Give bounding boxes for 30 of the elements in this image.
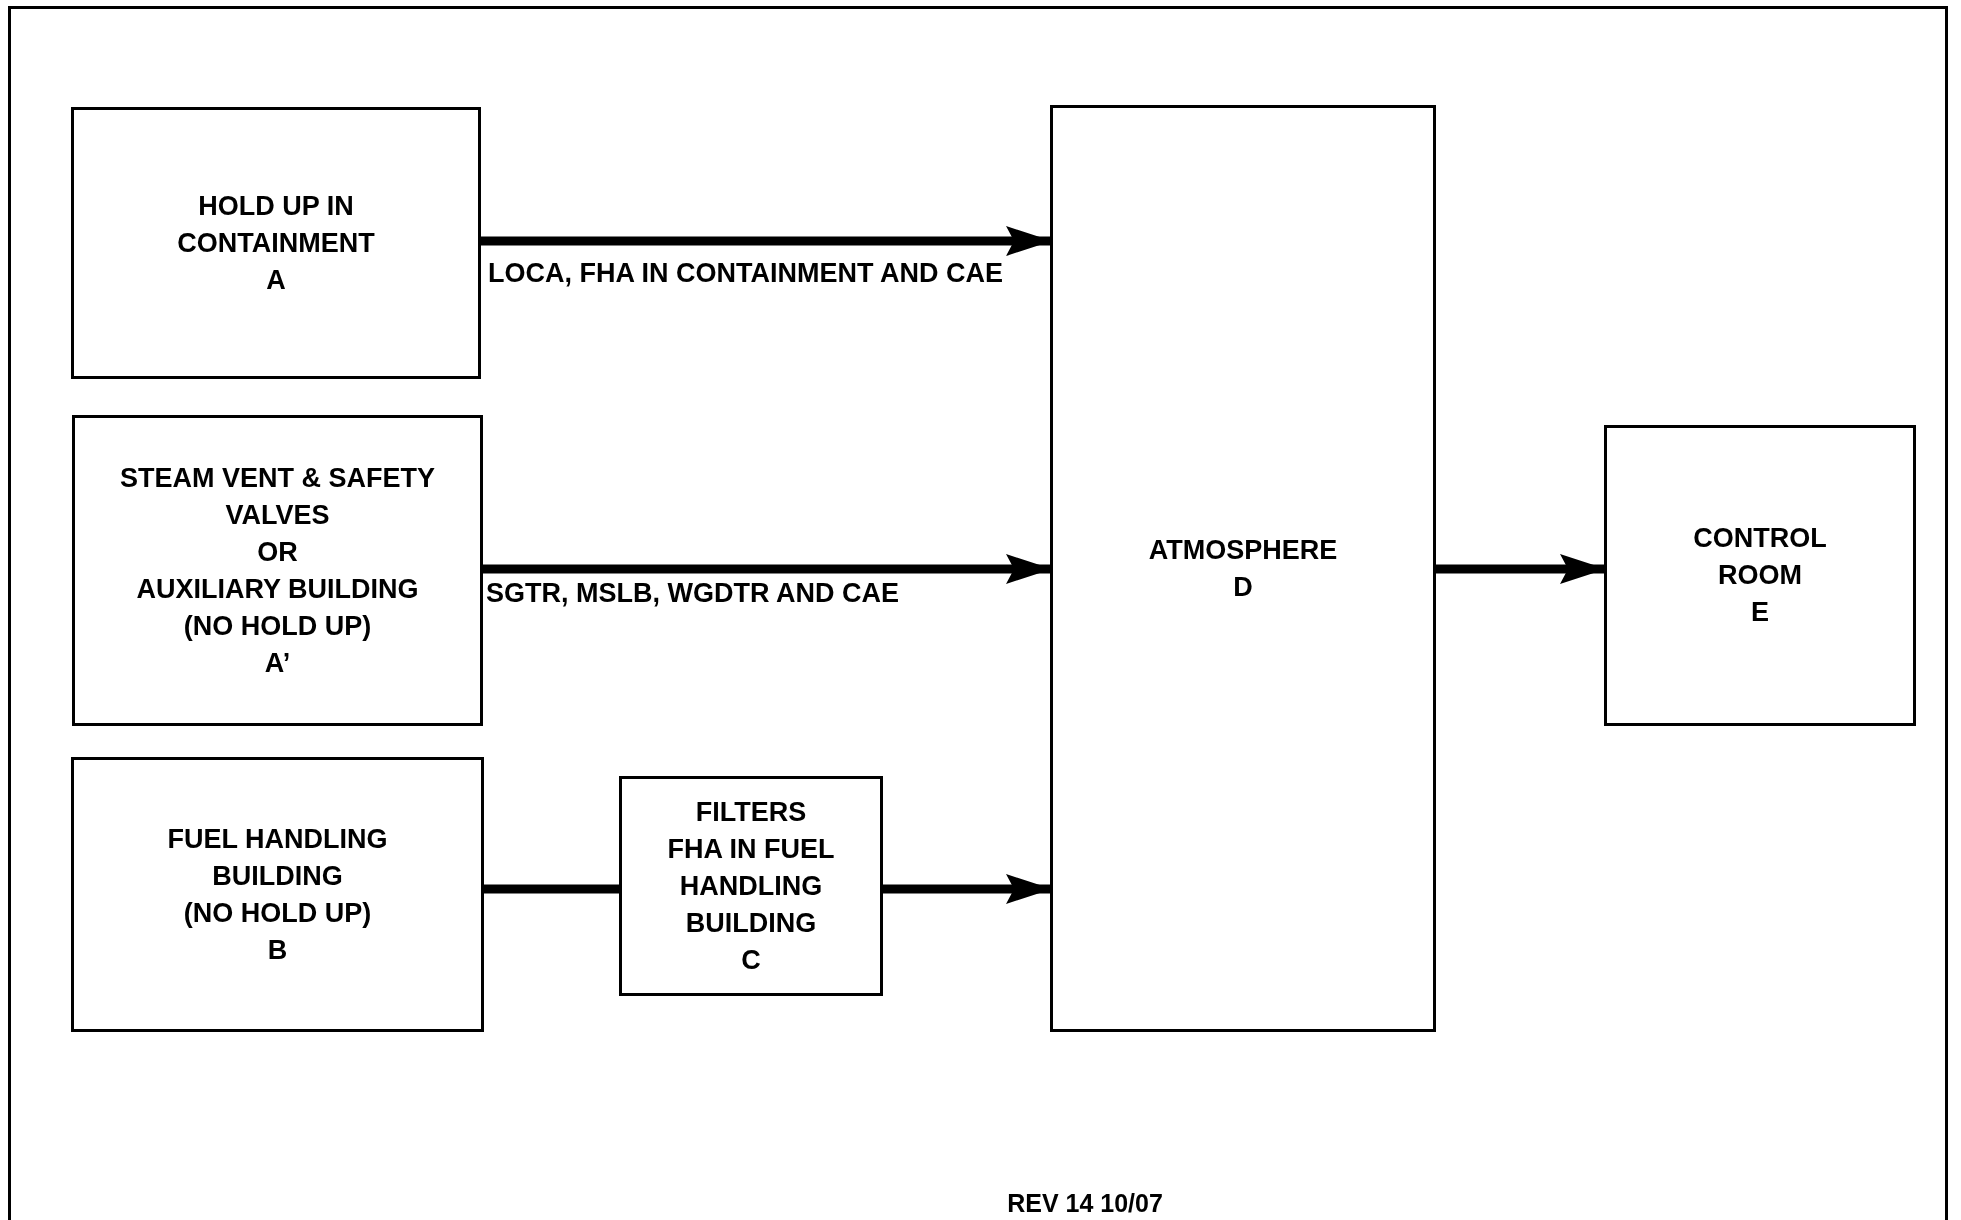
process-box (71, 757, 484, 1032)
box-label: AUXILIARY BUILDING (136, 572, 419, 606)
revision-note: REV 14 10/07 (1006, 1188, 1164, 1218)
process-box (1050, 105, 1436, 1032)
box-label: A (266, 263, 286, 297)
process-box (619, 776, 883, 996)
box-label: OR (257, 535, 298, 569)
arrow (883, 874, 1052, 904)
arrow (483, 554, 1052, 584)
process-box (72, 415, 483, 726)
box-label: D (1233, 570, 1253, 604)
box-label: C (741, 943, 761, 977)
box-label: (NO HOLD UP) (183, 896, 372, 930)
box-label: (NO HOLD UP) (183, 609, 372, 643)
process-box (1604, 425, 1916, 726)
box-label: HOLD UP IN CONTAINMENT (176, 189, 376, 260)
box-label: CONTROL ROOM (1692, 522, 1828, 592)
arrow (1436, 554, 1606, 584)
box-label: A’ (264, 646, 291, 680)
box-label: FUEL HANDLING BUILDING (166, 822, 389, 893)
box-label: STEAM VENT & SAFETY VALVES (119, 461, 436, 532)
box-label: FILTERS (695, 795, 807, 829)
box-label: ATMOSPHERE (1148, 533, 1338, 567)
arrow (481, 226, 1052, 256)
box-label: E (1751, 596, 1769, 629)
edge-label: SGTR, MSLB, WGDTR AND CAE (486, 577, 900, 610)
process-box (71, 107, 481, 379)
box-label: FHA IN FUEL HANDLING BUILDING (666, 832, 836, 940)
edge-label: LOCA, FHA IN CONTAINMENT AND CAE (488, 257, 1004, 290)
box-label: B (267, 933, 288, 967)
